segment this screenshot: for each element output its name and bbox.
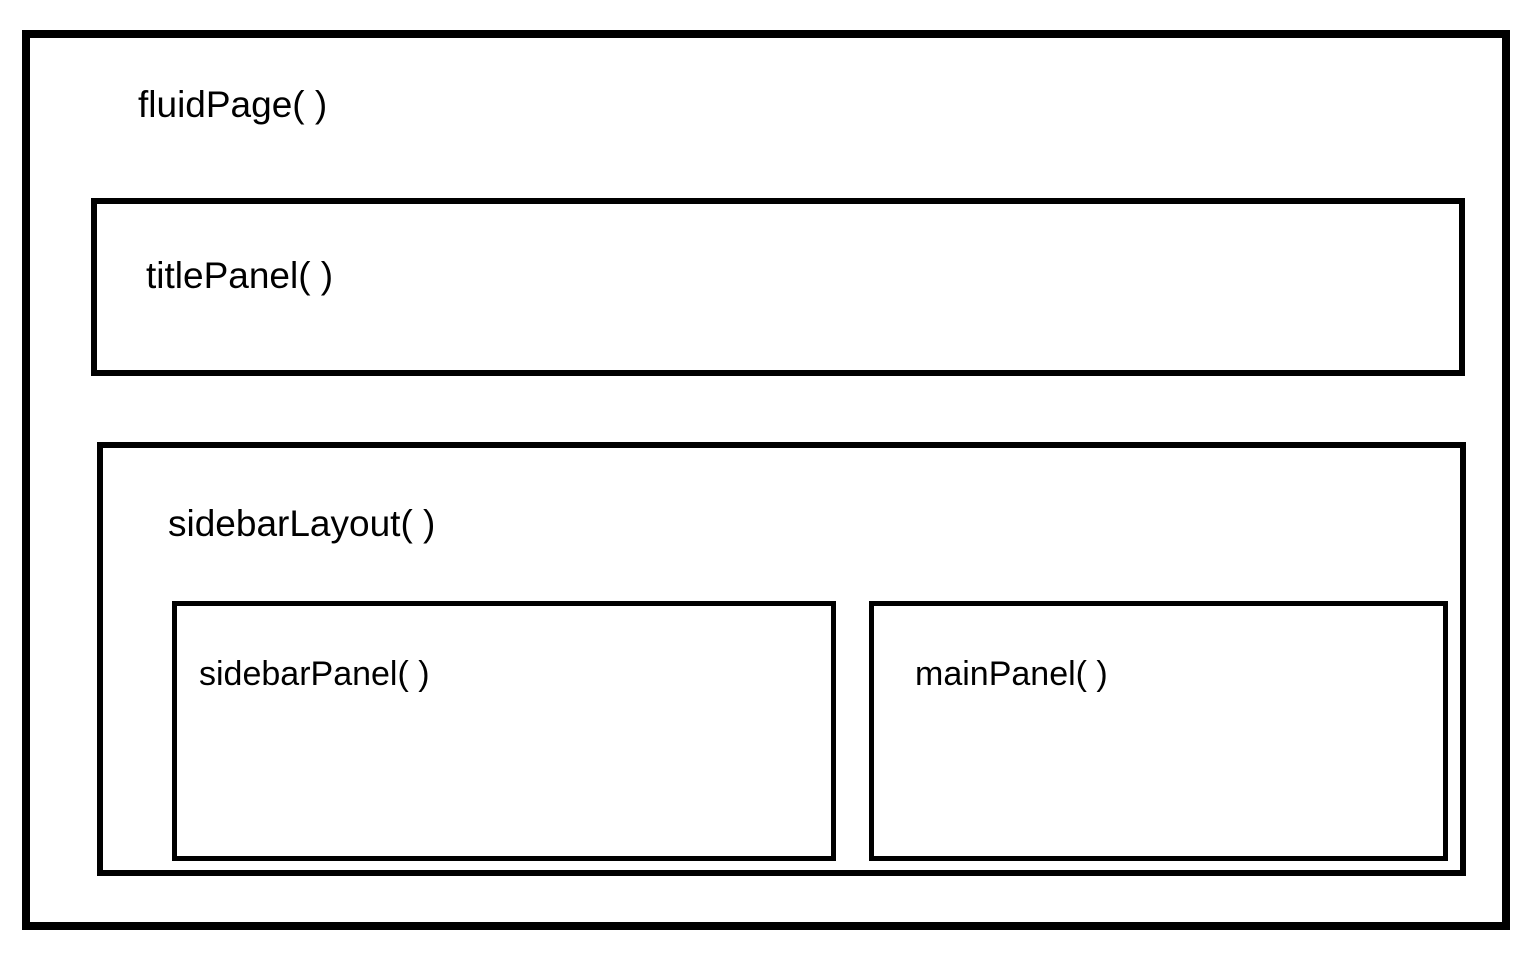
sidebarlayout-label: sidebarLayout( ) <box>168 503 436 544</box>
sidebarpanel-label: sidebarPanel( ) <box>199 655 430 693</box>
mainpanel-label: mainPanel( ) <box>915 655 1108 693</box>
fluidpage-box: fluidPage( ) titlePanel( ) sidebarLayout… <box>22 30 1510 930</box>
titlepanel-box: titlePanel( ) <box>91 198 1465 376</box>
sidebarpanel-box: sidebarPanel( ) <box>172 601 836 861</box>
titlepanel-label: titlePanel( ) <box>146 255 334 296</box>
sidebarlayout-box: sidebarLayout( ) sidebarPanel( ) mainPan… <box>97 442 1466 876</box>
fluidpage-label: fluidPage( ) <box>138 84 328 125</box>
mainpanel-box: mainPanel( ) <box>869 601 1448 861</box>
